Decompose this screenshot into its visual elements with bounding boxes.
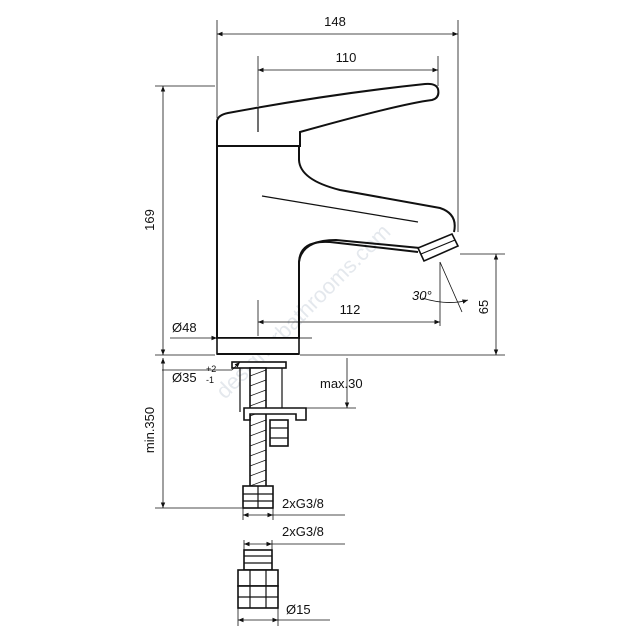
fixing-assembly xyxy=(231,361,307,509)
dim-spout-reach: 112 xyxy=(257,262,441,336)
dim-lever-reach: 110 xyxy=(257,50,439,106)
dim-height: 169 xyxy=(142,85,215,356)
dim-connection-1: 2xG3/8 xyxy=(242,496,345,520)
dim-connection-2: 2xG3/8 xyxy=(243,524,345,550)
dim-65-label: 65 xyxy=(476,300,491,314)
dim-d35-label: Ø35 xyxy=(172,370,197,385)
dim-overall-width: 148 xyxy=(216,14,459,232)
mounting-bracket xyxy=(243,407,307,421)
stub-nut xyxy=(269,419,289,447)
compression-fitting xyxy=(237,549,279,609)
dim-body-diameter: Ø48 xyxy=(170,320,312,341)
dim-spout-height: 65 xyxy=(300,253,505,356)
dim-30deg-label: 30° xyxy=(412,288,432,303)
dim-148-label: 148 xyxy=(324,14,346,29)
dim-hole-diameter: Ø35 +2 -1 xyxy=(162,361,241,385)
dim-g38-1-label: 2xG3/8 xyxy=(282,496,324,511)
body-base xyxy=(216,337,300,355)
dim-min350-label: min.350 xyxy=(142,407,157,453)
dim-d48-label: Ø48 xyxy=(172,320,197,335)
tolerance-minus: -1 xyxy=(206,375,214,385)
dim-d15-label: Ø15 xyxy=(286,602,311,617)
dim-169-label: 169 xyxy=(142,209,157,231)
tap-body xyxy=(216,82,460,355)
dim-max-deck: max.30 xyxy=(300,358,363,409)
dim-spout-angle: 30° xyxy=(412,261,469,313)
tolerance-plus: +2 xyxy=(206,364,216,374)
dim-hose-length: min.350 xyxy=(142,358,242,509)
dim-112-label: 112 xyxy=(340,302,361,317)
dim-max30-label: max.30 xyxy=(320,376,363,391)
dim-fitting-diameter: Ø15 xyxy=(237,602,330,626)
lever-handle xyxy=(216,82,440,147)
body-column xyxy=(216,146,419,339)
flex-hose xyxy=(249,367,267,489)
dim-g38-2-label: 2xG3/8 xyxy=(282,524,324,539)
dim-110-label: 110 xyxy=(336,50,357,65)
